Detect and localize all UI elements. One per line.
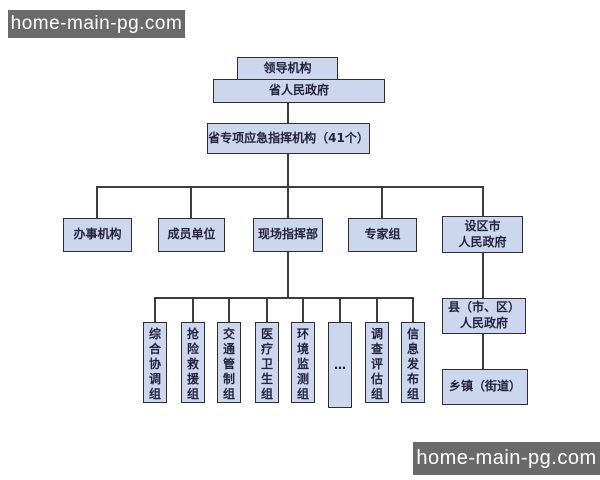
- org-box-special-command: 省专项应急指挥机构（41个）: [207, 123, 370, 154]
- connector-county-to-town: [482, 333, 484, 369]
- task-box-environment-monitoring: 环境监测组: [291, 322, 315, 403]
- connector-drop-task-7: [376, 297, 378, 322]
- watermark-bottom-right: home-main-pg.com: [413, 442, 600, 475]
- connector-drop-task-4: [266, 297, 268, 322]
- org-box-office: 办事机构: [63, 218, 132, 252]
- org-box-leadership: 领导机构: [237, 57, 338, 81]
- task-box-coordination: 综合协调组: [143, 322, 167, 403]
- task-box-information-release: 信息发布组: [401, 322, 425, 403]
- connector-drop-task-5: [302, 297, 304, 322]
- connector-drop-task-8: [412, 297, 414, 322]
- connector-city-to-county: [482, 252, 484, 298]
- connector-prov-to-special: [287, 102, 289, 123]
- connector-drop-city: [482, 186, 484, 217]
- connector-tasks-horizontal: [154, 297, 414, 299]
- connector-drop-task-3: [228, 297, 230, 322]
- task-box-medical: 医疗卫生组: [255, 322, 279, 403]
- connector-drop-experts: [381, 186, 383, 218]
- org-box-experts: 专家组: [348, 218, 417, 252]
- connector-special-to-row: [287, 153, 289, 218]
- org-box-field-command: 现场指挥部: [253, 218, 323, 252]
- org-box-city-government: 设区市 人民政府: [442, 216, 523, 253]
- connector-field-to-tasks: [287, 252, 289, 298]
- task-box-ellipsis: …: [328, 322, 352, 408]
- org-box-county-government: 县（市、区） 人民政府: [442, 298, 526, 334]
- watermark-top-left: home-main-pg.com: [8, 10, 185, 38]
- org-box-members: 成员单位: [158, 218, 225, 252]
- connector-drop-office: [96, 186, 98, 218]
- connector-drop-task-2: [192, 297, 194, 322]
- task-box-investigation: 调查评估组: [365, 322, 389, 403]
- org-box-provincial-government: 省人民政府: [213, 79, 385, 103]
- task-box-rescue: 抢险救援组: [181, 322, 205, 403]
- connector-row-horizontal: [96, 186, 484, 188]
- connector-drop-task-1: [154, 297, 156, 322]
- connector-drop-members: [190, 186, 192, 218]
- task-box-traffic-control: 交通管制组: [217, 322, 241, 403]
- connector-drop-task-6: [339, 297, 341, 322]
- org-box-town-government: 乡镇（街道）: [442, 369, 528, 405]
